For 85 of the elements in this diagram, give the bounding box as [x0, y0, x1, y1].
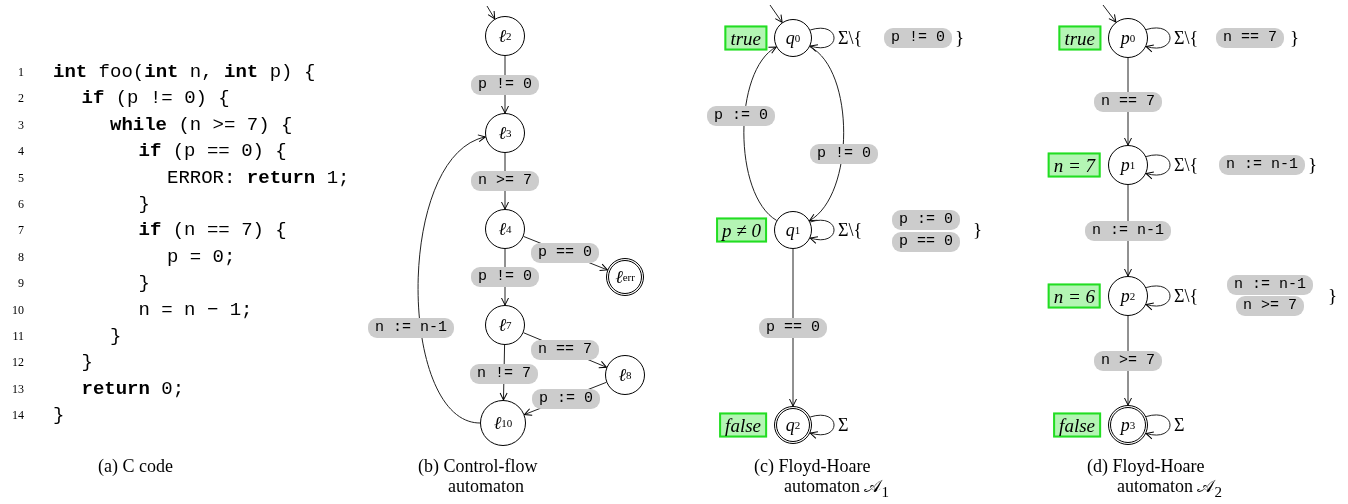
- code-line: while (n >= 7) {: [110, 113, 293, 136]
- edge-label: p == 0: [759, 317, 827, 338]
- code-line: p = 0;: [167, 245, 236, 268]
- edge-label: p != 0: [471, 74, 539, 95]
- edge-label: n >= 7: [1094, 350, 1162, 371]
- edge-label: p != 0: [810, 144, 878, 164]
- line-number: 3: [17, 116, 24, 134]
- edge-label: p := 0: [532, 389, 600, 409]
- code-line: ERROR: return 1;: [167, 166, 350, 189]
- self-loop-arrow: [809, 414, 835, 439]
- edge-label: n >= 7: [471, 171, 539, 191]
- edge-label: Σ: [1174, 414, 1185, 436]
- edge-label: n == 7: [1094, 91, 1162, 112]
- line-number: 4: [17, 143, 24, 161]
- arrow: [769, 4, 783, 23]
- code-line: if (p == 0) {: [138, 140, 287, 163]
- self-loop-arrow: [1145, 27, 1171, 52]
- closing-brace: }: [973, 219, 983, 241]
- edge-label: Σ\{: [1174, 285, 1199, 307]
- line-number: 7: [17, 222, 24, 240]
- code-line: int foo(int n, int p) {: [53, 61, 316, 83]
- code-line: }: [138, 193, 150, 215]
- code-line: }: [81, 351, 93, 374]
- transition-label: p := 0: [892, 210, 960, 230]
- code-line: }: [53, 404, 65, 427]
- code-line: if (p != 0) {: [81, 87, 230, 110]
- caption: (d) Floyd-Hoare automaton 𝒜$_{2}$: [1087, 456, 1223, 502]
- transition-label: n := n-1: [1219, 155, 1305, 175]
- code-line: return 0;: [81, 377, 185, 400]
- transition-label: p == 0: [892, 232, 960, 252]
- line-number: 1: [17, 64, 24, 81]
- assertion-box: false: [719, 412, 767, 438]
- line-number: 14: [11, 407, 24, 425]
- caption: (b) Control-flow automaton: [418, 456, 539, 496]
- transition-label: n == 7: [1216, 28, 1284, 48]
- edge-label: Σ\{: [838, 27, 863, 49]
- code-line: n = n − 1;: [138, 298, 253, 321]
- self-loop-arrow: [809, 219, 835, 244]
- transition-label: n >= 7: [1236, 296, 1304, 316]
- edge-label: Σ\{: [838, 219, 863, 241]
- self-loop-arrow: [1145, 414, 1171, 439]
- edge-label: n == 7: [531, 340, 599, 360]
- line-number: 9: [17, 275, 24, 293]
- arrow: [1102, 4, 1117, 23]
- edge-label: p := 0: [707, 106, 775, 126]
- arrow: [486, 5, 496, 20]
- code-line: }: [138, 272, 150, 295]
- assertion-box: true: [1058, 25, 1101, 51]
- edge-label: p != 0: [471, 267, 539, 287]
- closing-brace: }: [955, 27, 965, 49]
- assertion-box: false: [1053, 412, 1101, 438]
- self-loop-arrow: [809, 27, 835, 52]
- edge-label: n := n-1: [1085, 220, 1171, 241]
- line-number: 13: [11, 380, 24, 398]
- edge-label: n := n-1: [368, 318, 454, 338]
- arrow: [417, 136, 486, 424]
- self-loop-arrow: [1145, 154, 1171, 179]
- line-number: 12: [11, 354, 24, 372]
- line-number: 5: [17, 169, 24, 187]
- code-line: }: [110, 325, 122, 347]
- transition-label: p != 0: [884, 28, 952, 48]
- edge-label: Σ: [838, 414, 849, 436]
- caption: (c) Floyd-Hoare automaton 𝒜$_{1}$: [754, 456, 890, 502]
- code-line: if (n == 7) {: [138, 219, 287, 242]
- assertion-box: p ≠ 0: [716, 217, 767, 243]
- assertion-box: true: [724, 25, 767, 51]
- arrow: [743, 46, 778, 221]
- line-number: 8: [17, 248, 24, 266]
- closing-brace: }: [1290, 27, 1300, 49]
- transition-label: n := n-1: [1227, 275, 1313, 295]
- line-number: 10: [11, 301, 24, 319]
- edge-label: n != 7: [470, 364, 538, 384]
- assertion-box: n = 6: [1047, 283, 1101, 309]
- line-number: 2: [17, 90, 24, 108]
- closing-brace: }: [1328, 285, 1338, 307]
- line-number: 6: [17, 196, 24, 213]
- edge-label: p == 0: [531, 243, 599, 263]
- caption: (a) C code: [98, 456, 174, 476]
- closing-brace: }: [1308, 154, 1318, 176]
- line-number: 11: [11, 328, 24, 345]
- arrow: [809, 46, 845, 222]
- assertion-box: n = 7: [1047, 152, 1101, 178]
- self-loop-arrow: [1145, 285, 1171, 310]
- edge-label: Σ\{: [1174, 27, 1199, 49]
- edge-label: Σ\{: [1174, 154, 1199, 176]
